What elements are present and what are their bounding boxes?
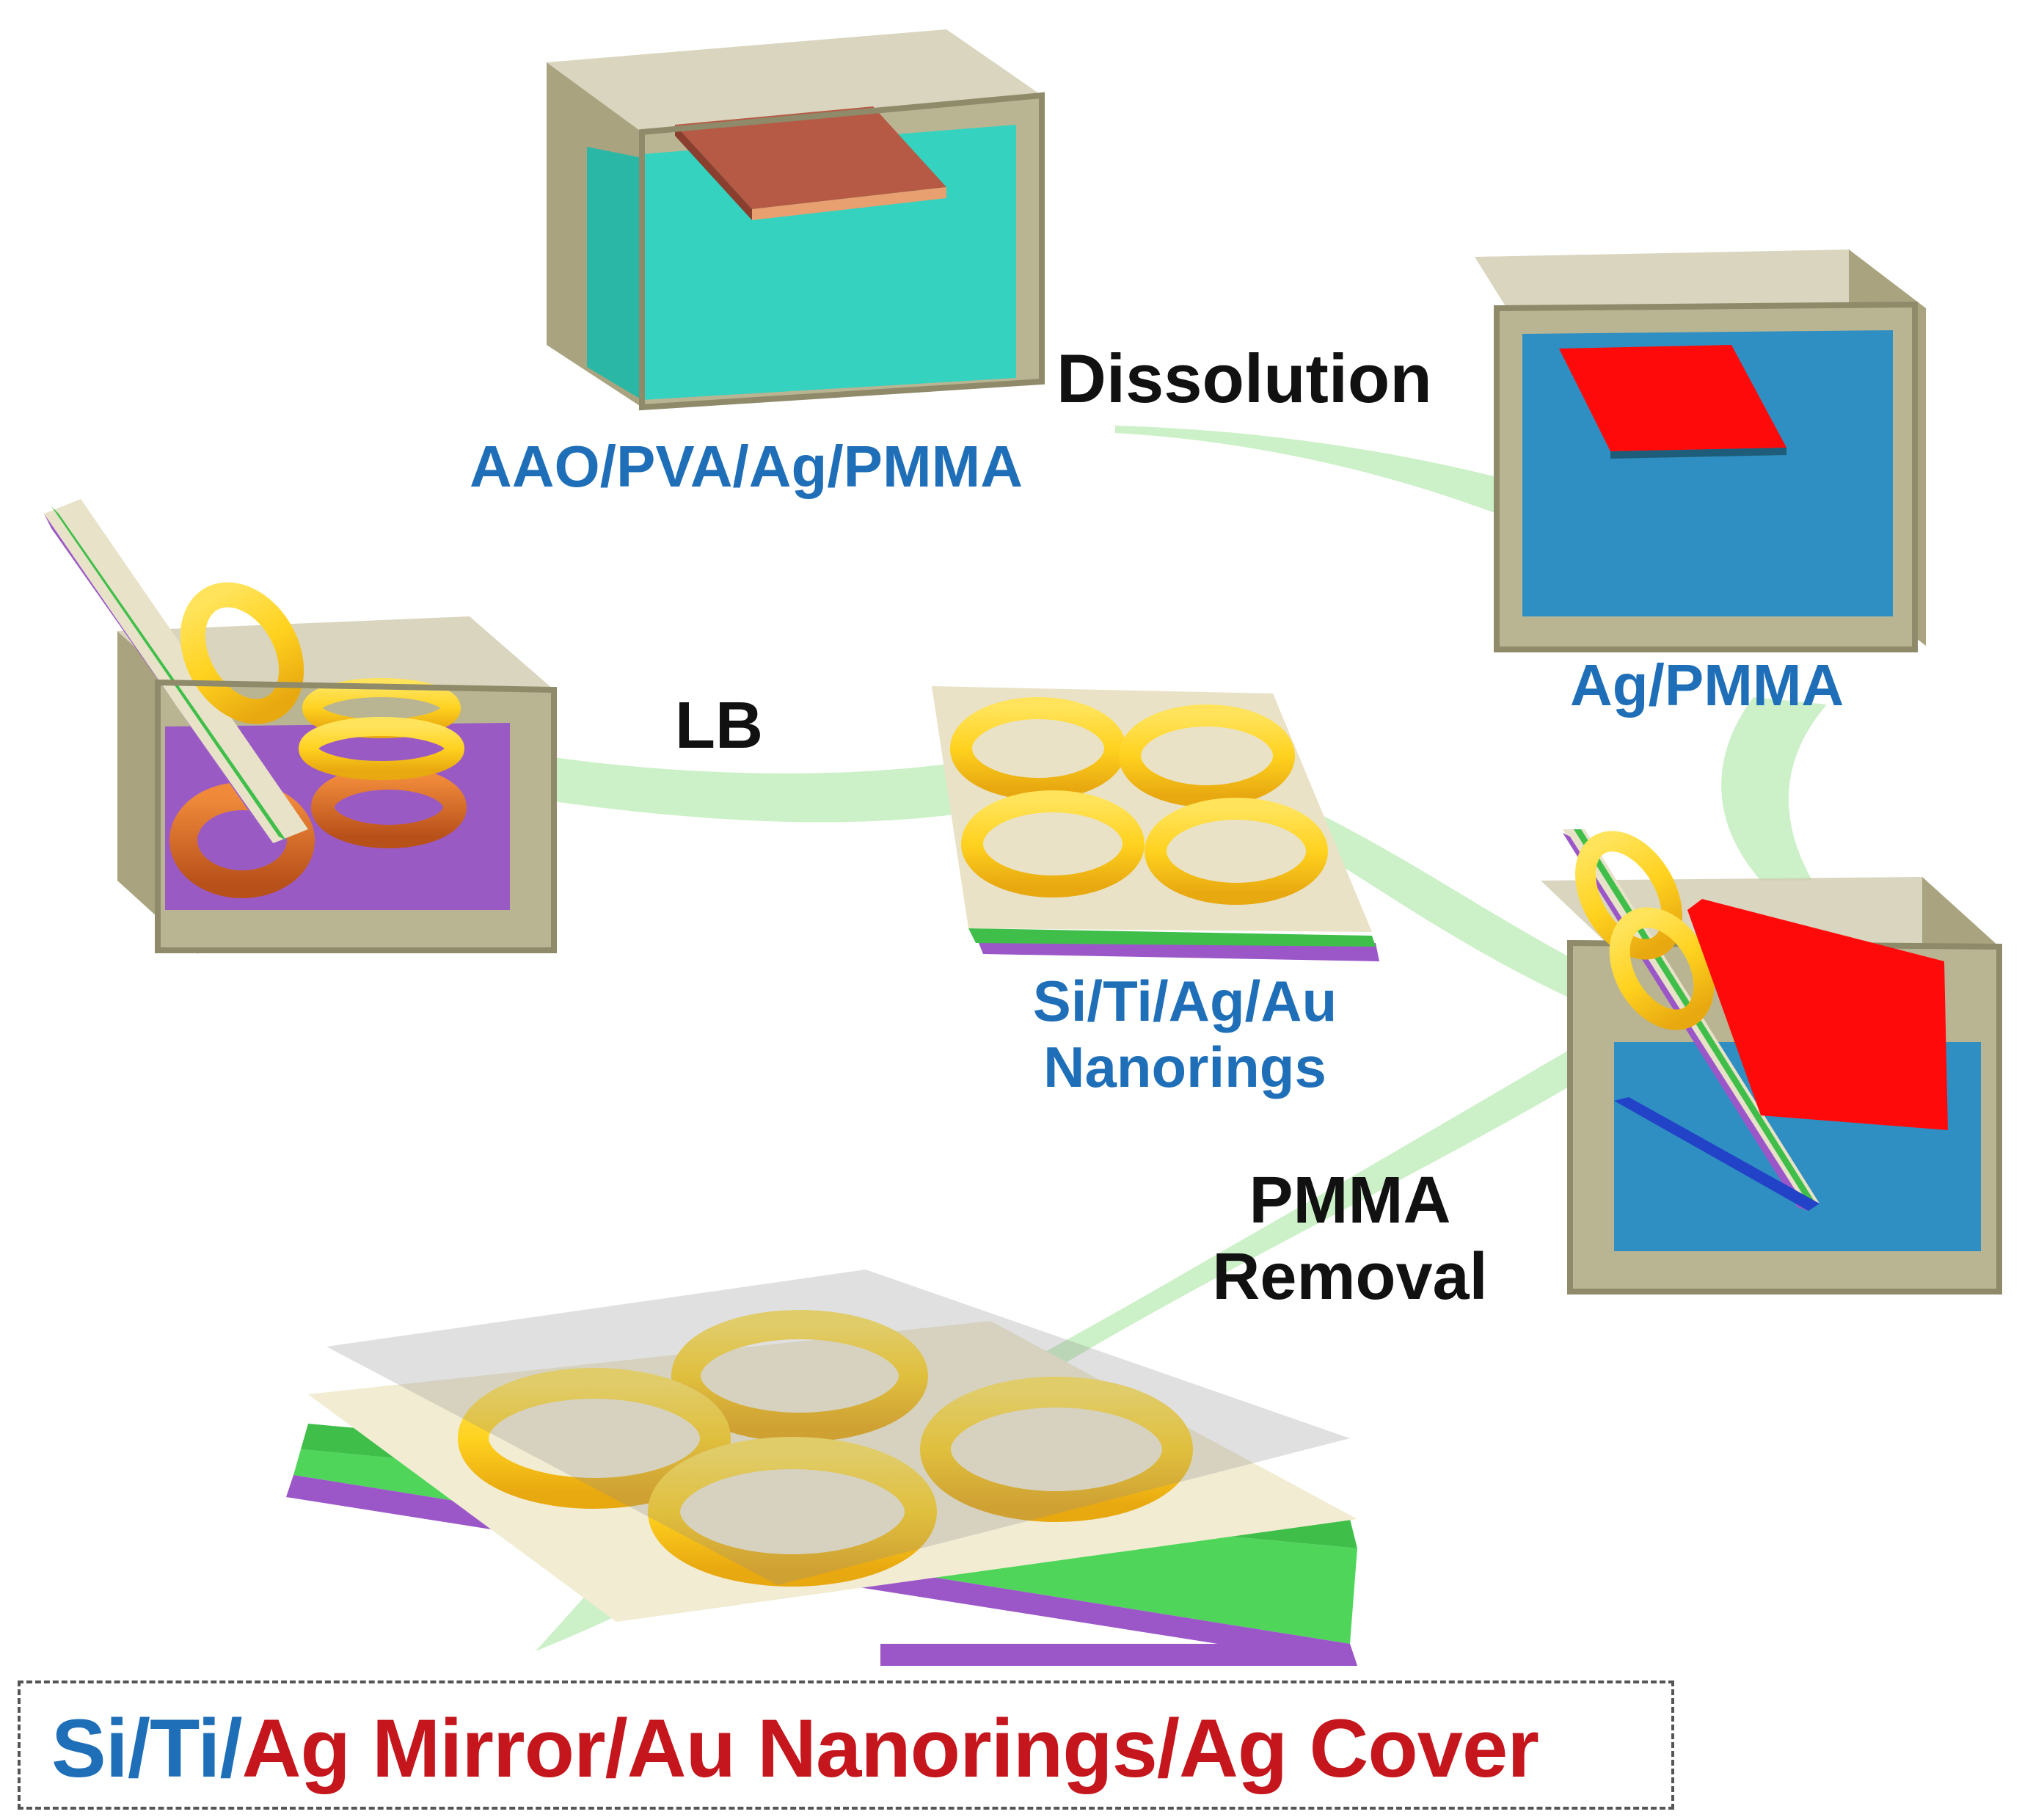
arrow-dissolution [1115,426,1497,514]
label-pmma-removal: PMMA Removal [1174,1163,1526,1315]
beaker-pmma-transfer [1541,829,2002,1295]
final-ring-3 [920,1377,1193,1522]
gold-ring-right-1 [1575,831,1682,960]
label-ag-pmma: Ag/PMMA [1570,652,1844,718]
label-nanorings-line2: Nanorings [1043,1034,1326,1099]
final-ring-2 [458,1368,731,1509]
gold-ring-on-substrate [180,582,304,724]
substrate-nanorings [932,686,1379,961]
label-dissolution: Dissolution [1056,340,1432,417]
arrow-down-right [1721,697,1827,881]
beaker-ag-pmma [1475,250,1926,652]
substrate-top [932,686,1372,932]
label-lb: LB [675,689,763,762]
label-aao-stack: AAO/PVA/Ag/PMMA [470,434,1023,499]
gold-ring-right-2 [1609,907,1715,1030]
arrow-lb [543,756,954,823]
structure-caption: Si/Ti/Ag Mirror/Au Nanorings/Ag Cover [51,1701,1539,1796]
aao-film [675,106,946,209]
nanoring-3 [961,790,1145,897]
arrow-to-nanorings [1306,815,1577,998]
label-pmma-removal-line2: Removal [1212,1239,1488,1314]
label-nanorings: Si/Ti/Ag/Au Nanorings [976,969,1394,1100]
label-pmma-removal-line1: PMMA [1249,1164,1451,1237]
ag-cover-layer [326,1270,1350,1585]
caption-box [18,1681,1674,1810]
pmma-sheet [1559,345,1786,451]
label-nanorings-line1: Si/Ti/Ag/Au [1032,969,1337,1033]
caption-layers: Ag Mirror/Au Nanorings/Ag Cover [241,1703,1539,1794]
nanoring-4 [1145,798,1328,905]
nanoring-2 [1119,704,1295,807]
pmma-sheet-peeling [1687,899,1948,1130]
tilted-substrate [44,499,308,844]
final-ring-4 [648,1437,937,1587]
caption-substrate: Si/Ti/ [51,1703,243,1794]
final-ring-1 [671,1310,928,1442]
final-structure [286,1270,1357,1666]
nanoring-1 [950,697,1126,800]
beaker-lb-transfer [44,499,557,954]
beaker-aao-pva-ag-pmma [547,29,1045,411]
gold-ring-floating-2 [299,717,464,780]
